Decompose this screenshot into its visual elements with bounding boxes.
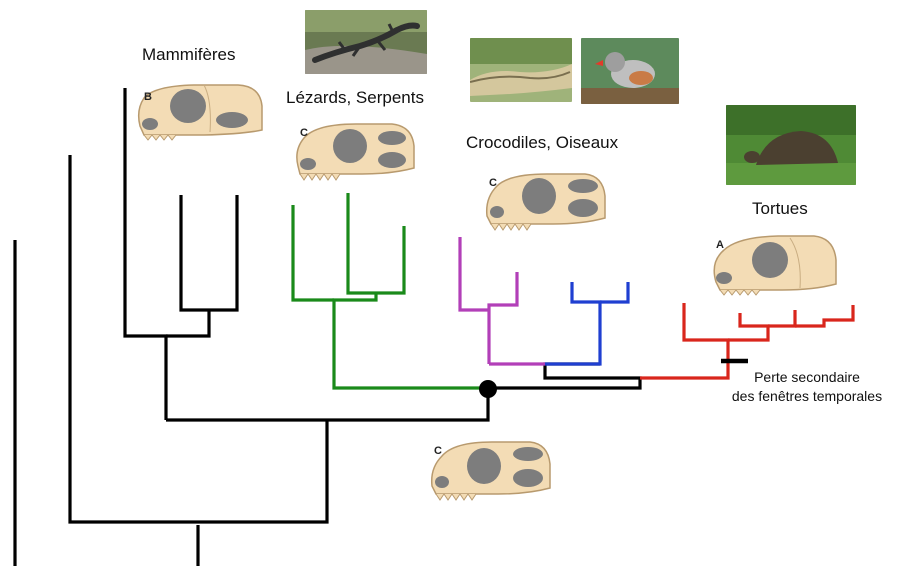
tortoise-photo xyxy=(726,105,856,185)
mammal-skull: B xyxy=(134,80,266,144)
crocodile-skull: C xyxy=(483,168,607,234)
turtle-skull-letter: A xyxy=(716,239,724,251)
ancestor-node-dot xyxy=(479,380,497,398)
loss-annotation: Perte secondaire des fenêtres temporales xyxy=(712,368,902,406)
node-3 xyxy=(166,388,488,420)
lizard-photo xyxy=(305,10,427,74)
crocodile-branches xyxy=(460,237,545,364)
archosaur-connector xyxy=(488,364,640,388)
lepidosaur-stem xyxy=(334,293,488,388)
crocodile-photo xyxy=(470,38,572,102)
mammal-group xyxy=(166,310,209,336)
mammal-skull-letter: B xyxy=(144,91,152,103)
loss-annotation-line1: Perte secondaire xyxy=(712,368,902,387)
label-mammals: Mammifères xyxy=(142,45,236,65)
bird-branches xyxy=(545,282,628,364)
loss-annotation-line2: des fenêtres temporales xyxy=(712,387,902,406)
lizard-skull-letter: C xyxy=(300,127,308,139)
ancestor-skull-letter: C xyxy=(434,445,442,457)
turtle-skull: A xyxy=(710,232,840,298)
label-lizards-snakes: Lézards, Serpents xyxy=(286,88,424,108)
label-turtles: Tortues xyxy=(752,199,808,219)
mammal-sub xyxy=(181,195,237,310)
label-crocodiles-birds: Crocodiles, Oiseaux xyxy=(466,133,618,153)
lizard-skull: C xyxy=(292,118,416,184)
node-2 xyxy=(70,155,327,522)
finch-photo xyxy=(581,38,679,104)
crocodile-skull-letter: C xyxy=(489,177,497,189)
ancestor-skull: C xyxy=(428,436,552,504)
turtle-branches xyxy=(640,303,853,378)
